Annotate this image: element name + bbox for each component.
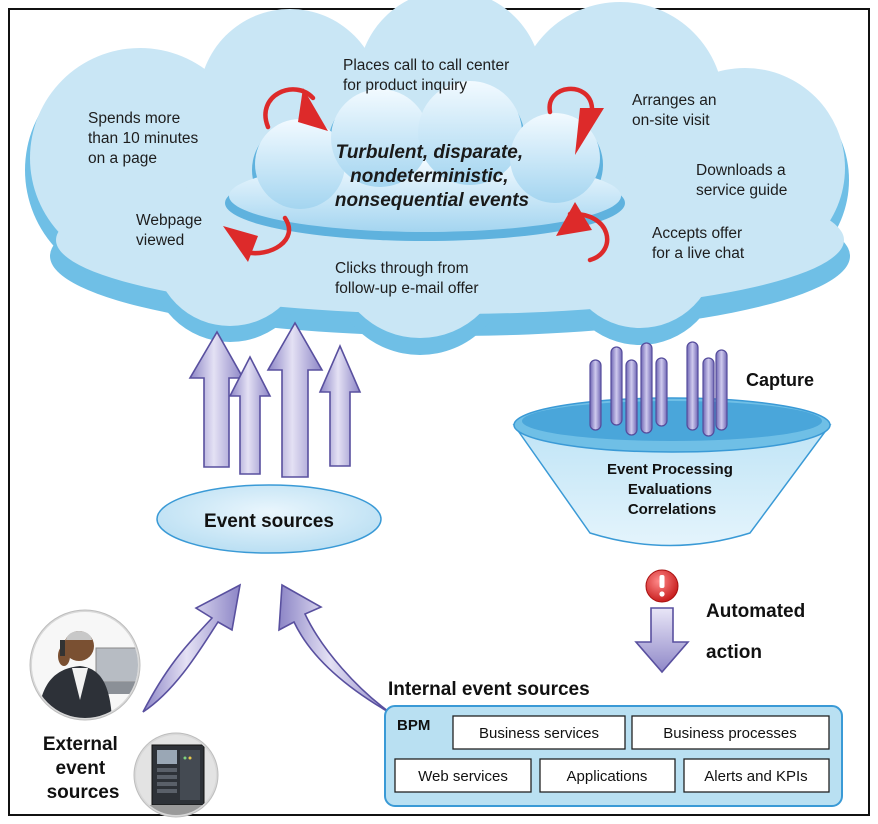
bpm-label: BPM [397,717,430,734]
internal-sources-title: Internal event sources [388,679,590,700]
box-alerts-kpis-label: Alerts and KPIs [704,768,807,785]
box-applications [539,758,676,793]
cloud-center-line-3: nonsequential events [335,190,529,211]
event-live-chat: Accepts offer for a live chat [652,225,747,262]
event-webpage-viewed: Webpage viewed [136,212,206,249]
box-business-processes [631,715,830,750]
curved-arrow-external [142,583,242,713]
cycle-arrow-bottom-left [242,215,292,256]
event-call-center: Places call to call center for product i… [343,57,514,94]
box-business-processes-label: Business processes [663,725,796,742]
event-clicks-through: Clicks through from follow-up e-mail off… [335,260,479,297]
event-sources-label: Event sources [204,511,334,532]
capture-tubes [589,341,728,437]
funnel-text: Event Processing Evaluations Correlation… [607,461,737,518]
event-sources-oval [156,484,382,554]
exclamation-icon [645,569,679,603]
up-arrow-1 [188,330,245,468]
businessman-photo-icon [29,609,141,721]
cycle-arrow-top-right [547,86,595,115]
event-site-visit: Arranges an on-site visit [632,92,721,129]
event-service-guide: Downloads a service guide [696,162,790,199]
internal-box-row-1: Business services Business processes [452,715,830,750]
box-business-services [452,715,626,750]
capture-label: Capture [746,370,814,390]
upward-arrows [188,321,362,478]
curved-arrow-internal [278,583,393,715]
box-applications-label: Applications [567,768,648,785]
cycle-arrow-top-left [263,87,316,130]
box-web-services [394,758,532,793]
cloud-center-line-2: nondeterministic, [350,166,508,187]
internal-box-row-2: Web services Applications Alerts and KPI… [394,758,830,793]
server-rack-icon [133,732,219,818]
down-arrow-action [634,607,690,674]
curved-arrows [142,583,393,715]
box-alerts-kpis [683,758,830,793]
box-web-services-label: Web services [418,768,508,785]
cycle-arrow-heads [223,88,604,262]
box-business-services-label: Business services [479,725,599,742]
event-cloud [25,0,850,355]
up-arrow-4 [318,343,362,467]
automated-action-label: Automated action [706,601,811,663]
external-sources-label: External event sources [43,734,123,803]
cloud-center-line-1: Turbulent, disparate, [336,142,524,163]
up-arrow-2 [228,355,272,475]
up-arrow-3 [266,321,324,478]
cloud-center-text: Turbulent, disparate, nondeterministic, … [335,142,529,211]
event-spends-time: Spends more than 10 minutes on a page [88,110,203,167]
